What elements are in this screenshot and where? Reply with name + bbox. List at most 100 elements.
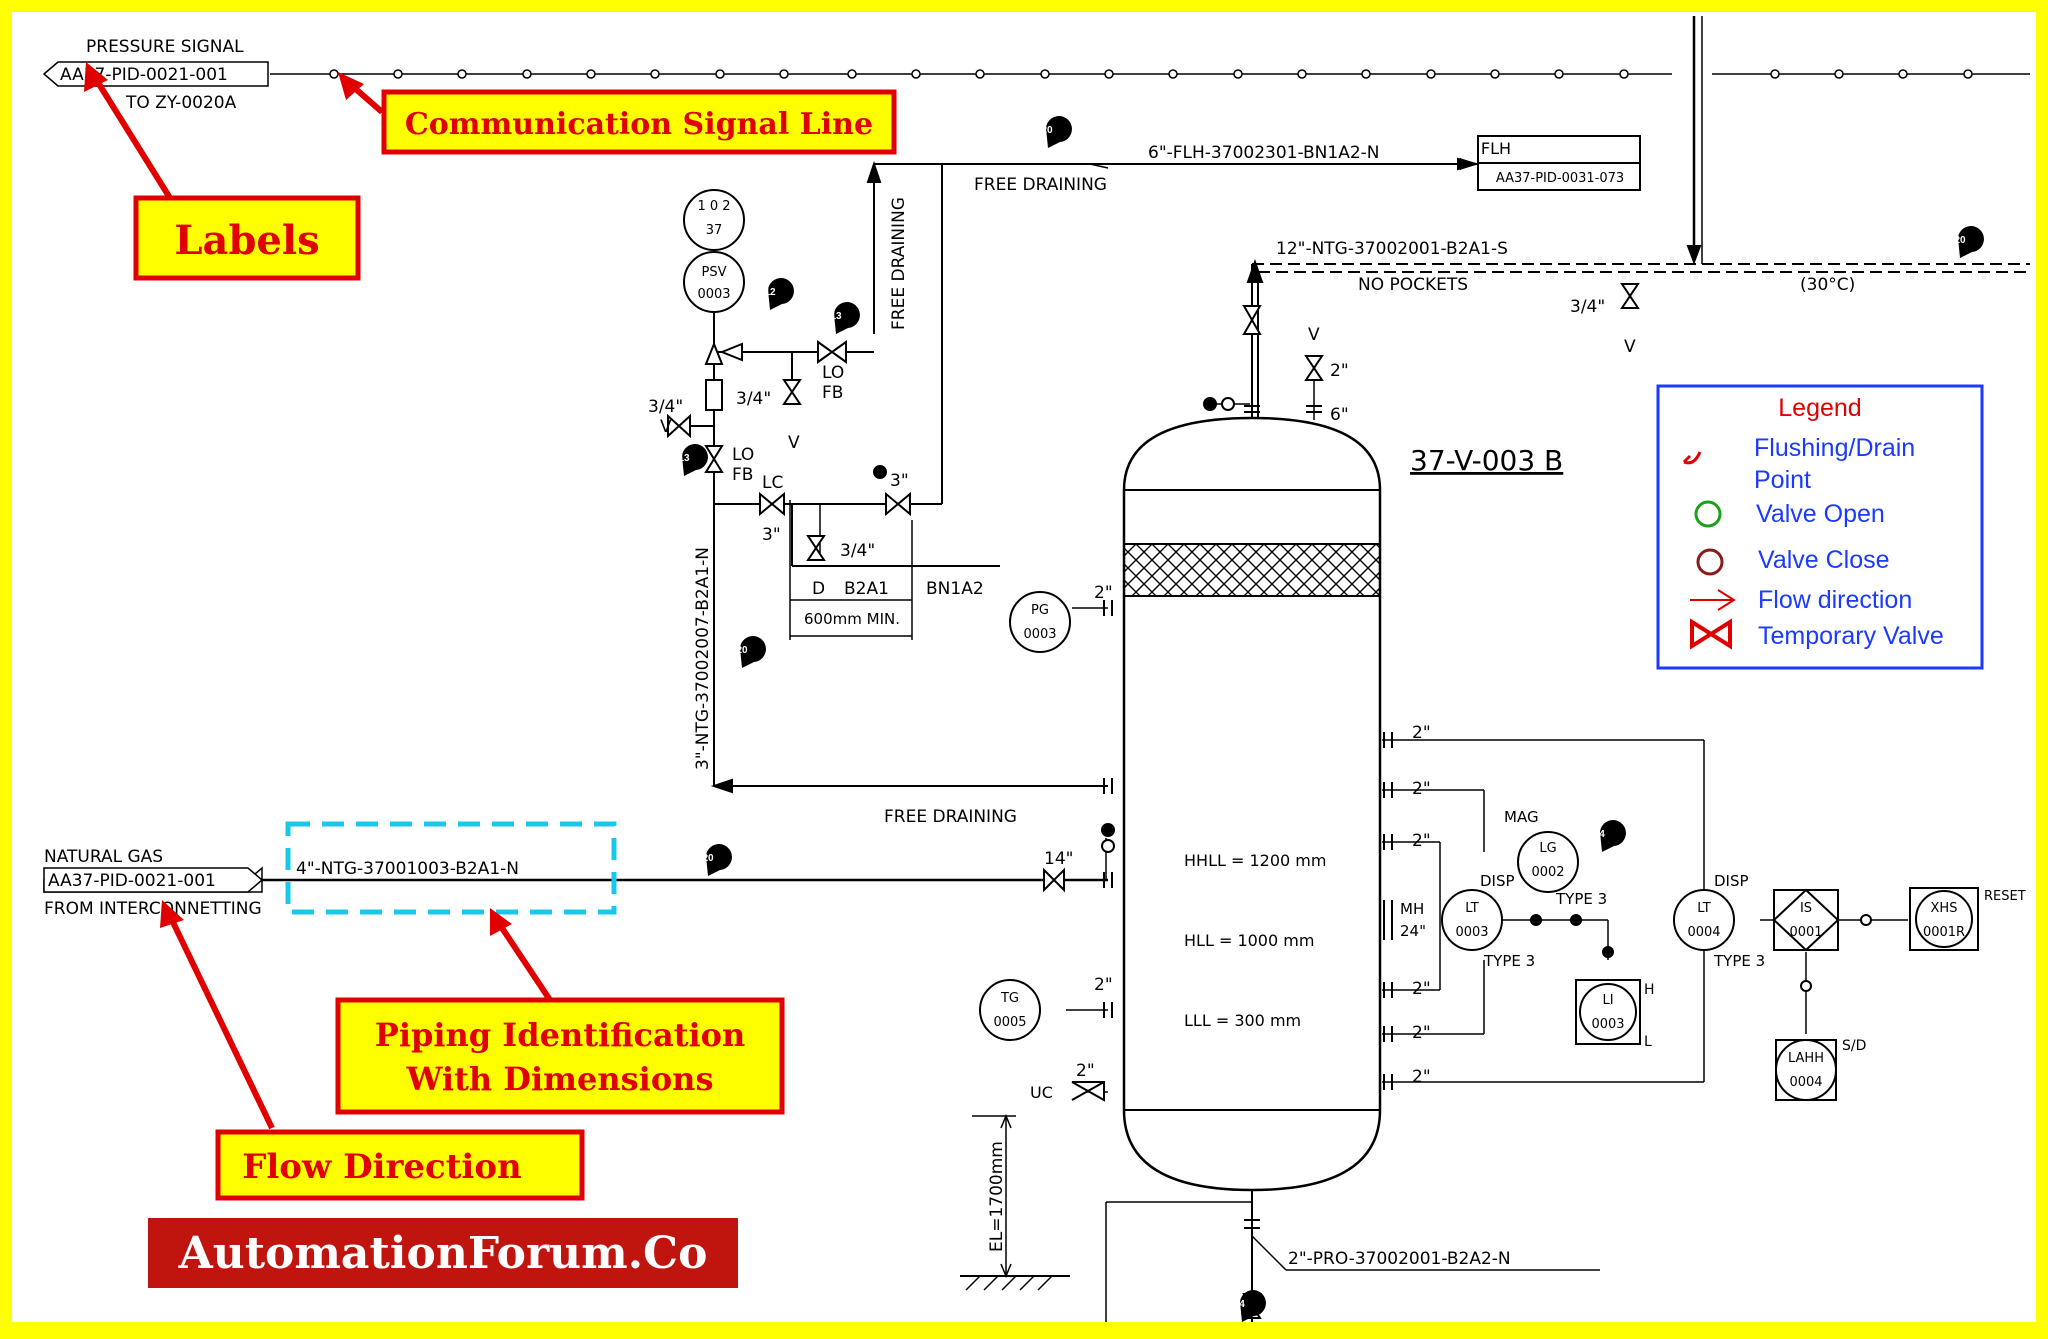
v-valve-left <box>667 413 691 439</box>
legend-item-label: Valve Close <box>1758 546 1890 574</box>
svg-text:B2A1: B2A1 <box>844 579 889 599</box>
svg-text:AA37-PID-0031-073: AA37-PID-0031-073 <box>1496 171 1624 186</box>
legend-item-label: Valve Open <box>1756 500 1885 528</box>
callout-piping-box <box>335 997 785 1115</box>
svg-text:1 0 2: 1 0 2 <box>697 199 730 214</box>
svg-text:RESET: RESET <box>1984 889 2026 904</box>
svg-text:3/4": 3/4" <box>1570 297 1605 317</box>
psv-body <box>704 341 1872 992</box>
svg-text:2": 2" <box>1412 979 1431 999</box>
svg-text:LO: LO <box>732 445 754 465</box>
svg-text:DISP: DISP <box>1480 872 1515 890</box>
svg-text:3"-NTG-37002007-B2A1-N: 3"-NTG-37002007-B2A1-N <box>693 547 713 770</box>
svg-text:3/4": 3/4" <box>648 397 683 417</box>
drop-marker-labels: 20 12 13 13 20 20 20 4 4 <box>678 125 1966 1310</box>
valve-close-icon <box>1696 548 1724 576</box>
svg-text:0001R: 0001R <box>1923 925 1965 940</box>
svg-text:DISP: DISP <box>1714 872 1749 890</box>
valve-open-icon <box>1694 500 1722 528</box>
svg-text:2": 2" <box>1412 779 1431 799</box>
svg-text:V: V <box>788 433 800 453</box>
callout-communication-text: Communication Signal Line <box>405 107 873 142</box>
nozzle-flanges <box>1103 405 1393 1229</box>
svg-text:PSV: PSV <box>702 265 727 280</box>
svg-text:FLH: FLH <box>1481 139 1511 158</box>
svg-text:LO: LO <box>822 363 844 383</box>
svg-text:V: V <box>660 417 672 437</box>
svg-text:37-V-003 B: 37-V-003 B <box>1410 444 1563 477</box>
legend-box: Legend Flushing/Drain Point Valve Open V… <box>1656 384 1984 670</box>
legend-item-label: Flow direction <box>1758 586 1912 614</box>
svg-text:LAHH: LAHH <box>1788 1051 1824 1066</box>
svg-text:600mm MIN.: 600mm MIN. <box>804 610 900 628</box>
svg-text:MH: MH <box>1400 900 1424 918</box>
svg-text:3": 3" <box>890 471 909 491</box>
svg-text:PRESSURE SIGNAL: PRESSURE SIGNAL <box>86 37 244 57</box>
piping-lines <box>230 16 2030 1322</box>
svg-text:2": 2" <box>1094 583 1113 603</box>
natural-gas-tag <box>43 867 264 893</box>
callout-arrowheads <box>84 62 512 936</box>
instrument-bubbles <box>683 135 1979 1101</box>
svg-text:AA37-PID-0021-001: AA37-PID-0021-001 <box>48 871 216 891</box>
svg-text:TG: TG <box>1000 991 1019 1006</box>
header-valve <box>1620 283 1640 309</box>
svg-text:12: 12 <box>764 287 776 298</box>
lc-valve <box>759 491 785 517</box>
lo-fb-valve-1 <box>704 445 724 473</box>
svg-text:0003: 0003 <box>1455 925 1488 940</box>
svg-text:0002: 0002 <box>1531 865 1564 880</box>
piping-id-highlight <box>285 821 617 915</box>
callout-communication-box <box>381 89 897 155</box>
svg-text:0003: 0003 <box>1023 627 1056 642</box>
svg-text:FREE DRAINING: FREE DRAINING <box>889 197 909 330</box>
svg-text:(30°C): (30°C) <box>1800 275 1855 295</box>
callout-piping-text-2: With Dimensions <box>406 1060 714 1098</box>
v-valve-mid <box>782 379 802 405</box>
svg-text:FB: FB <box>732 465 753 485</box>
svg-text:LLL = 300 mm: LLL = 300 mm <box>1184 1011 1301 1030</box>
d-valve <box>806 535 826 561</box>
svg-text:6"-FLH-37002301-BN1A2-N: 6"-FLH-37002301-BN1A2-N <box>1148 143 1379 163</box>
svg-text:2": 2" <box>1094 975 1113 995</box>
vessel-37-v-003b <box>1122 416 1382 1192</box>
signal-line-circles <box>329 69 1973 79</box>
callout-flow-box <box>215 1129 585 1201</box>
psv-bubble <box>683 251 745 313</box>
svg-text:20: 20 <box>1041 125 1053 136</box>
temporary-valve-icon <box>1690 618 1732 650</box>
svg-text:LC: LC <box>762 473 783 493</box>
svg-text:2": 2" <box>1412 1023 1431 1043</box>
svg-text:4: 4 <box>1239 1299 1245 1310</box>
svg-text:UC: UC <box>1030 1083 1053 1102</box>
lo-fb-valve-2 <box>817 340 847 364</box>
svg-text:2": 2" <box>1330 361 1349 381</box>
legend-title: Legend <box>1778 394 1861 422</box>
callout-flow-text: Flow Direction <box>242 1147 522 1187</box>
demister-pad <box>1123 543 1381 597</box>
svg-text:BN1A2: BN1A2 <box>926 579 984 599</box>
svg-text:D: D <box>812 579 825 599</box>
pg-bubble <box>1009 591 1071 653</box>
svg-text:0003: 0003 <box>697 287 730 302</box>
svg-text:4"-NTG-37001003-B2A1-N: 4"-NTG-37001003-B2A1-N <box>296 859 519 879</box>
drawing-labels: PRESSURE SIGNAL AA37-PID-0021-001 TO ZY-… <box>44 37 2026 1269</box>
offpage-connectors <box>42 61 269 893</box>
svg-text:FROM INTERCONNETTING: FROM INTERCONNETTING <box>44 899 262 919</box>
svg-text:TYPE 3: TYPE 3 <box>1483 952 1535 970</box>
svg-text:FREE DRAINING: FREE DRAINING <box>884 807 1017 827</box>
svg-text:FREE DRAINING: FREE DRAINING <box>974 175 1107 195</box>
svg-text:14": 14" <box>1044 849 1073 869</box>
svg-text:HLL = 1000 mm: HLL = 1000 mm <box>1184 931 1314 950</box>
svg-text:LG: LG <box>1539 841 1556 856</box>
drop-markers <box>682 116 1984 1322</box>
svg-text:2": 2" <box>1412 1067 1431 1087</box>
svg-text:2"-PRO-37002001-B2A2-N: 2"-PRO-37002001-B2A2-N <box>1288 1249 1511 1269</box>
svg-text:6": 6" <box>1330 405 1349 425</box>
svg-text:LT: LT <box>1697 901 1710 916</box>
svg-text:V: V <box>1308 325 1320 345</box>
svg-text:2": 2" <box>1412 723 1431 743</box>
svg-text:37: 37 <box>706 223 723 238</box>
top-valve <box>1242 305 1262 335</box>
